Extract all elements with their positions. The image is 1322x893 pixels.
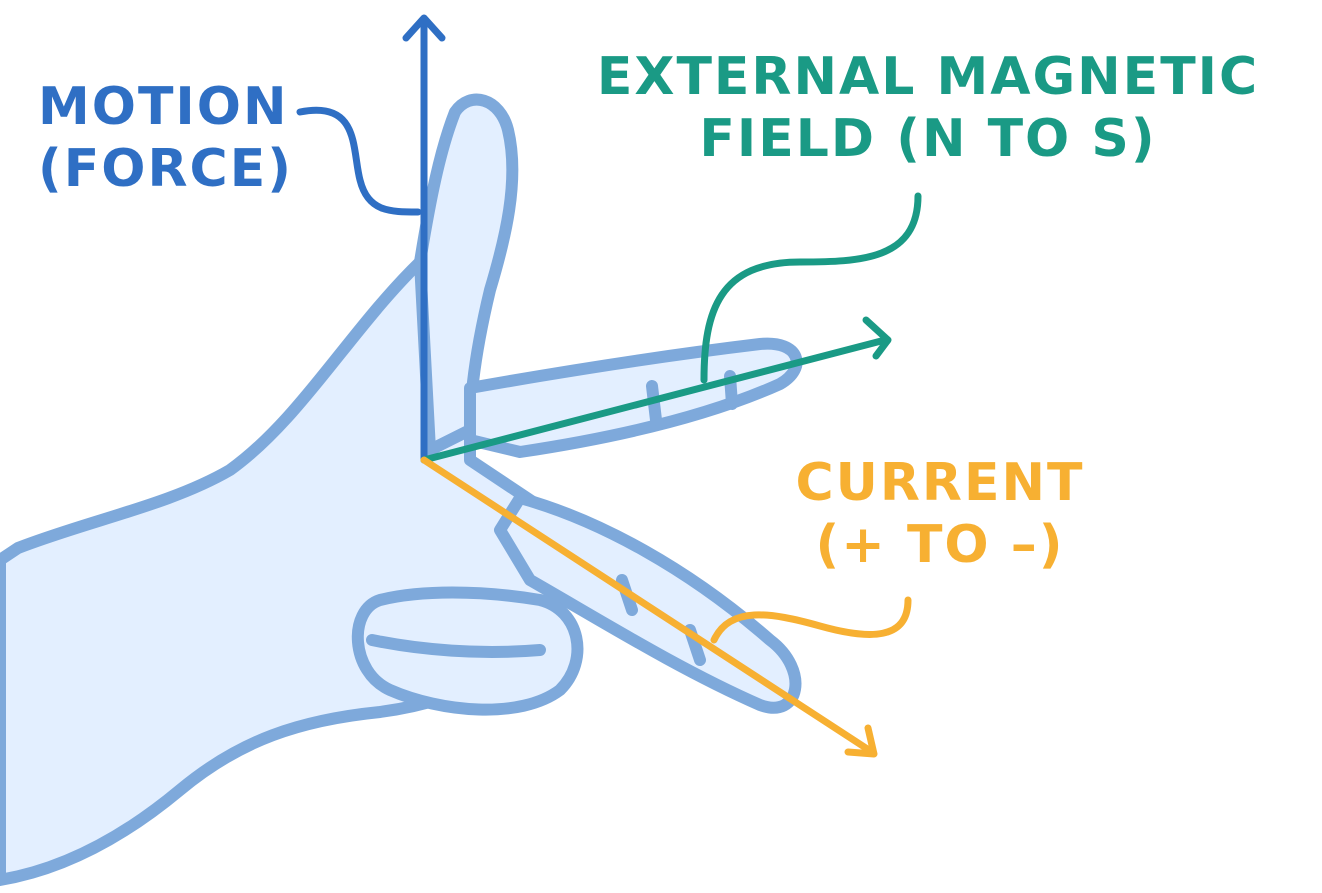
motion-label-line-2: (FORCE) <box>38 139 293 199</box>
field-label: EXTERNAL MAGNETIC FIELD (N TO S) <box>588 46 1268 170</box>
current-label-line-1: CURRENT <box>795 453 1085 513</box>
field-leader-line <box>700 192 922 384</box>
field-vector <box>420 192 922 464</box>
motion-label-line-1: MOTION <box>38 77 289 137</box>
thumb <box>414 93 519 456</box>
curled-finger-crease <box>366 634 546 658</box>
current-label-line-2: (+ TO –) <box>815 515 1065 575</box>
motion-arrow-head <box>402 14 446 42</box>
field-label-line-2: FIELD (N TO S) <box>699 109 1157 169</box>
hand-illustration <box>0 93 803 886</box>
motion-leader-line <box>296 106 422 216</box>
field-arrow-shaft <box>420 336 889 464</box>
current-vector <box>420 456 912 758</box>
current-arrow-head <box>844 724 878 758</box>
current-leader-line <box>710 596 912 644</box>
current-arrow-shaft <box>420 456 876 756</box>
field-label-line-1: EXTERNAL MAGNETIC <box>596 47 1260 107</box>
motion-label: MOTION (FORCE) <box>38 76 293 200</box>
field-arrow-head <box>862 316 892 360</box>
motion-vector <box>296 14 446 464</box>
current-label: CURRENT (+ TO –) <box>790 452 1090 576</box>
